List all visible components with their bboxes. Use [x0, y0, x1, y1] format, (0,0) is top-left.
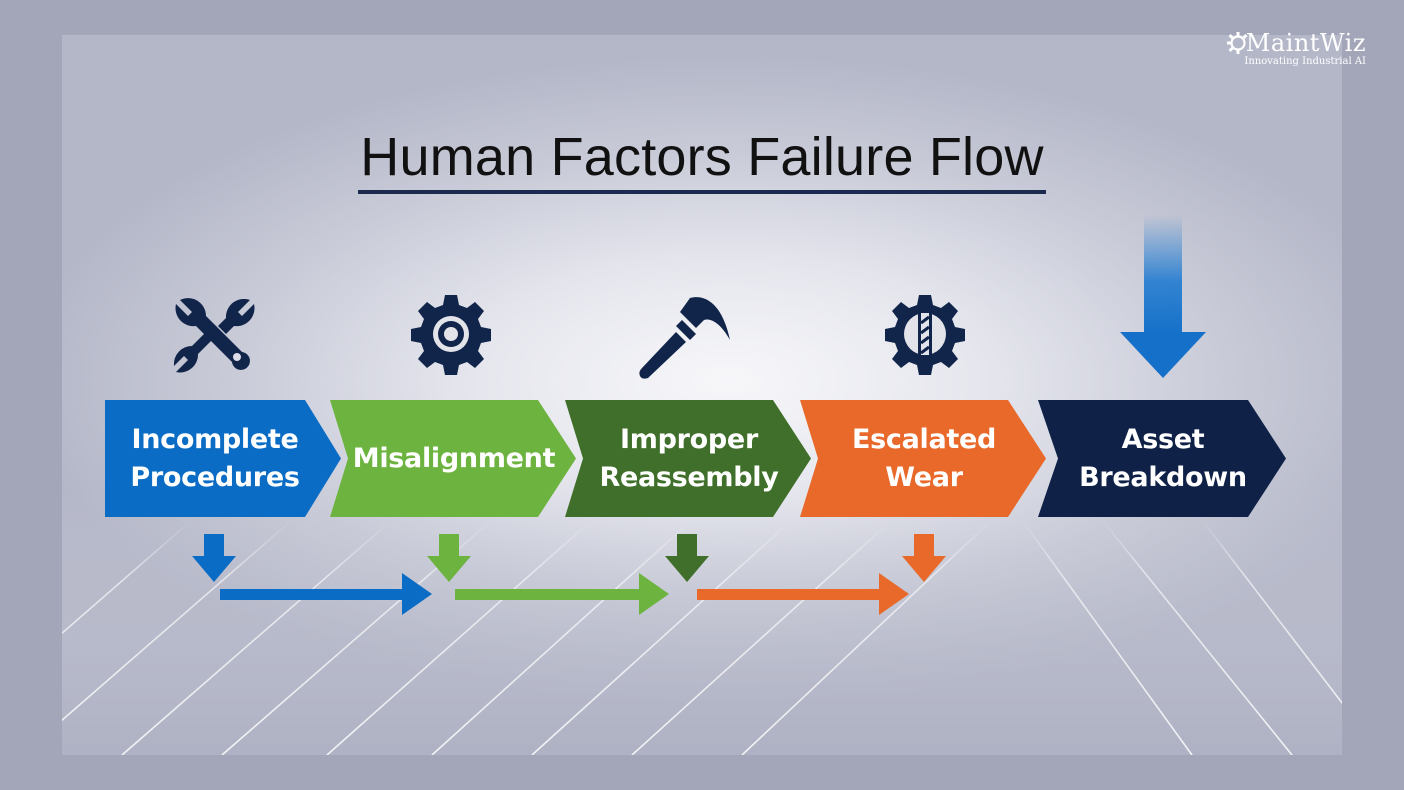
logo-tagline: Innovating Industrial AI [1244, 56, 1366, 67]
right-arrow-icon [697, 573, 909, 615]
gear-icon [1226, 32, 1248, 54]
gear-drill-bit-icon [885, 295, 965, 375]
right-arrow-icon [220, 573, 432, 615]
down-arrow-icon [1120, 215, 1206, 378]
chevron-shape [800, 400, 1046, 517]
slide-canvas [62, 35, 1342, 755]
down-arrow-icon [192, 534, 236, 582]
logo-name: MaintWiz [1245, 29, 1366, 57]
page-title: Human Factors Failure Flow [0, 124, 1404, 194]
step-misalignment: Misalignment [330, 400, 576, 517]
chevron-shape [330, 400, 576, 517]
grid-floor [62, 490, 1342, 755]
gear-icon [411, 295, 491, 375]
chevron-shape [105, 400, 341, 517]
chevron-shape [1038, 400, 1286, 517]
title-text: Human Factors Failure Flow [358, 124, 1046, 194]
maintwiz-logo: MaintWiz Innovating Industrial AI [1226, 30, 1366, 68]
hammer-icon [639, 297, 730, 379]
step-label: Misalignment [352, 442, 556, 474]
wrench-screwdriver-icon [173, 298, 255, 373]
down-arrow-icon [665, 534, 709, 582]
down-arrow-icon [427, 534, 471, 582]
down-arrow-icon [902, 534, 946, 582]
chevron-shape [565, 400, 811, 517]
right-arrow-icon [455, 573, 669, 615]
